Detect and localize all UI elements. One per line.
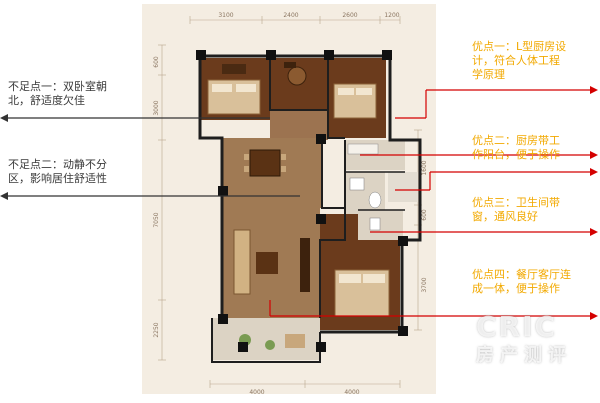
dim-right-1: 1600 xyxy=(421,160,428,175)
advantage-2-line-1: 优点二：厨房带工 xyxy=(472,134,560,147)
dim-left-1: 600 xyxy=(153,56,160,68)
weakness-2-line-1: 不足点二：动静不分 xyxy=(8,158,107,171)
watermark-en: CRIC xyxy=(476,310,558,343)
advantage-4-line-2: 成一体，便于操作 xyxy=(472,282,560,295)
annotation-arrows xyxy=(0,86,598,320)
dim-left-2: 3000 xyxy=(153,100,160,115)
advantage-1-line-1: 优点一：L型厨房设 xyxy=(472,40,567,53)
rooms xyxy=(200,58,418,360)
advantage-2-line-2: 作阳台，便于操作 xyxy=(472,148,560,161)
weakness-1-label: 不足点一：双卧室朝 北，舒适度欠佳 xyxy=(8,80,107,108)
dimension-texts: 3100 2400 2600 1200 4000 4000 600 3000 7… xyxy=(153,12,428,396)
dim-top-3: 2600 xyxy=(342,12,357,19)
advantage-2-label: 优点二：厨房带工 作阳台，便于操作 xyxy=(472,134,560,162)
dim-left-3: 7050 xyxy=(153,212,160,227)
dim-top-1: 3100 xyxy=(218,12,233,19)
dim-top-4: 1200 xyxy=(384,12,399,19)
dim-top-2: 2400 xyxy=(283,12,298,19)
bathroom-2 xyxy=(358,210,403,240)
advantage-1-line-3: 学原理 xyxy=(472,68,505,81)
dressing-area xyxy=(320,214,358,240)
work-balcony xyxy=(388,172,418,202)
weakness-2-line-2: 区，影响居住舒适性 xyxy=(8,172,107,185)
cric-watermark: CRIC 房产测评 xyxy=(476,310,572,367)
dim-right-2: 600 xyxy=(421,209,428,221)
weakness-1-line-2: 北，舒适度欠佳 xyxy=(8,94,85,107)
advantage-4-label: 优点四：餐厅客厅连 成一体，便于操作 xyxy=(472,268,571,296)
dim-bottom-1: 4000 xyxy=(249,389,264,396)
weakness-1-line-1: 不足点一：双卧室朝 xyxy=(8,80,107,93)
dim-right-3: 3700 xyxy=(421,277,428,292)
advantage-3-line-1: 优点三：卫生间带 xyxy=(472,196,560,209)
advantage-3-line-2: 窗，通风良好 xyxy=(472,210,538,223)
advantage-4-line-1: 优点四：餐厅客厅连 xyxy=(472,268,571,281)
advantage-1-label: 优点一：L型厨房设 计，符合人体工程 学原理 xyxy=(472,40,566,82)
dim-left-4: 2250 xyxy=(153,322,160,337)
dim-bottom-2: 4000 xyxy=(344,389,359,396)
columns xyxy=(196,50,408,352)
advantage-3-label: 优点三：卫生间带 窗，通风良好 xyxy=(472,196,560,224)
watermark-zh: 房产测评 xyxy=(476,345,572,366)
advantage-1-line-2: 计，符合人体工程 xyxy=(472,54,560,67)
weakness-2-label: 不足点二：动静不分 区，影响居住舒适性 xyxy=(8,158,107,186)
